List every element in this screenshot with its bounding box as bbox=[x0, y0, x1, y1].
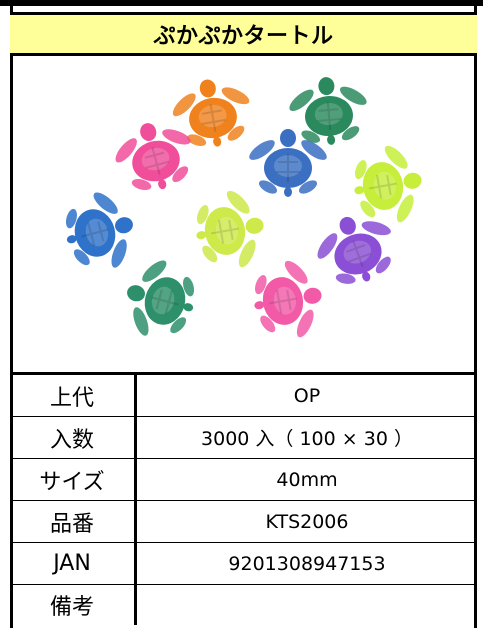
spec-label: サイズ bbox=[10, 459, 137, 500]
spec-row-product-code: 品番 KTS2006 bbox=[10, 501, 477, 543]
spec-value: KTS2006 bbox=[265, 510, 349, 533]
spec-row-size: サイズ 40mm bbox=[10, 459, 477, 501]
spec-table: 上代 OP 入数 3000 入（ 100 × 30 ） サイズ 40mm 品番 … bbox=[10, 372, 477, 625]
spec-label: 上代 bbox=[10, 375, 137, 416]
spec-label: 入数 bbox=[10, 417, 137, 458]
spec-row-jan: JAN 9201308947153 bbox=[10, 543, 477, 585]
product-photo bbox=[13, 56, 474, 373]
spec-value: 40mm bbox=[276, 468, 338, 491]
top-border bbox=[0, 0, 483, 6]
spec-row-price: 上代 OP bbox=[10, 375, 477, 417]
sheet-frame bbox=[10, 6, 477, 628]
turtle-lime-center bbox=[188, 182, 272, 279]
turtle-blue-left bbox=[55, 181, 145, 282]
turtle-purple bbox=[304, 202, 409, 297]
spec-row-remarks: 備考 bbox=[10, 585, 477, 625]
spec-label: 備考 bbox=[10, 585, 137, 625]
spec-value bbox=[137, 585, 477, 625]
spec-row-quantity: 入数 3000 入（ 100 × 30 ） bbox=[10, 417, 477, 459]
turtle-pink bbox=[104, 111, 205, 201]
turtle-toys-image bbox=[55, 71, 430, 350]
turtle-green-bottom bbox=[115, 249, 205, 350]
spec-label: 品番 bbox=[10, 501, 137, 542]
title-bar: ぷかぷかタートル bbox=[10, 12, 477, 56]
spec-value: OP bbox=[293, 384, 321, 407]
spec-label: JAN bbox=[10, 543, 137, 584]
turtle-lime-right bbox=[346, 137, 430, 234]
spec-value: 3000 入（ 100 × 30 ） bbox=[201, 428, 413, 450]
turtle-dark-green bbox=[283, 72, 375, 150]
turtle-pink-bottom bbox=[246, 252, 330, 349]
product-title: ぷかぷかタートル bbox=[153, 24, 334, 49]
spec-value: 9201308947153 bbox=[228, 552, 386, 575]
